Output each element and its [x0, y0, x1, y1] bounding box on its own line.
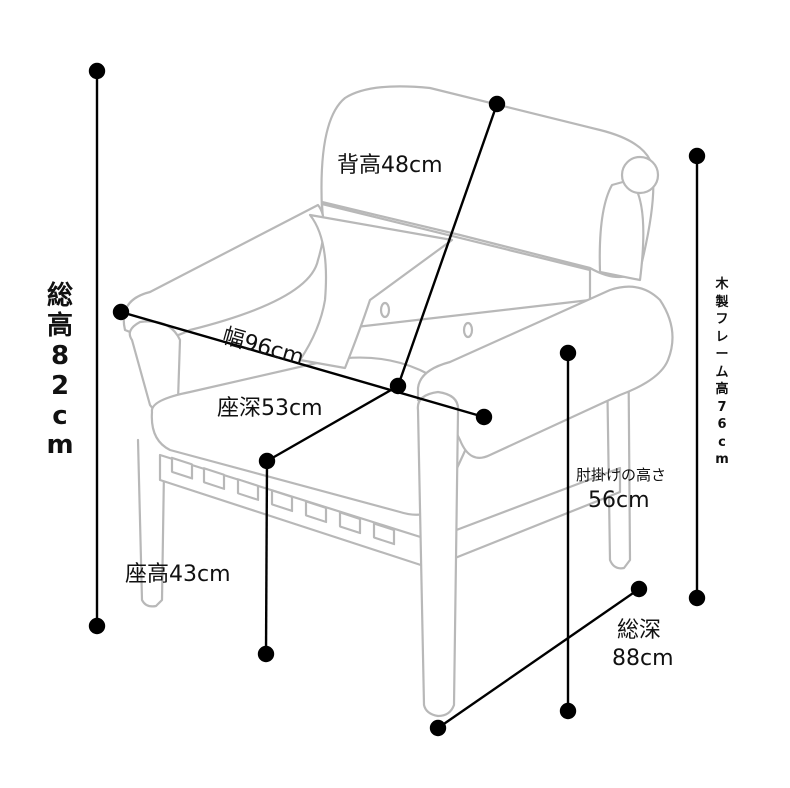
arm-height-bottom-dot: [559, 702, 577, 720]
back-height-label: 背高48cm: [337, 153, 443, 178]
frame-height-top-dot: [688, 147, 706, 165]
total-depth-title: 総深: [617, 618, 662, 643]
frame-height-label-char: m: [715, 452, 729, 468]
total-depth-top-dot: [630, 580, 648, 598]
frame-height-label-char: ム: [715, 364, 729, 380]
total-height-top-dot: [88, 62, 106, 80]
frame-height-label-char: レ: [715, 329, 729, 345]
seat-height-line: [264, 460, 269, 655]
tufting-button: [462, 321, 474, 339]
frame-height-label-char: 製: [715, 294, 729, 310]
seat-height-bottom-dot: [257, 645, 275, 663]
frame-height-label-char: c: [718, 434, 726, 450]
frame-height-bottom-dot: [688, 589, 706, 607]
arm-height-value: 56cm: [588, 488, 650, 513]
left-armrest: [122, 203, 326, 342]
frame-height-label-char: フ: [715, 312, 729, 328]
right-front-leg: [416, 390, 460, 718]
frame-height-label-char: 6: [717, 417, 727, 433]
arm-height-caption: 肘掛けの高さ: [576, 466, 667, 484]
total-height-label-char: 高: [46, 310, 73, 341]
back-inner: [298, 213, 454, 370]
width-line: [120, 310, 485, 419]
total-height-label-char: 8: [50, 340, 70, 371]
total-depth-line: [437, 588, 640, 729]
seat-depth-label: 座深53cm: [217, 396, 323, 421]
width-right-dot: [475, 408, 493, 426]
frame-height-label-char: ー: [715, 347, 729, 363]
frame-height-label-char: 木: [715, 277, 729, 292]
seat-slats: [170, 456, 396, 546]
total-depth-bottom-dot: [429, 719, 447, 737]
tufting-button: [379, 301, 391, 319]
seat-height-label: 座高43cm: [125, 562, 231, 587]
back-left-leg: [136, 438, 166, 608]
dimension-lines: [88, 62, 706, 737]
arm-height-top-dot: [559, 344, 577, 362]
width-left-dot: [112, 303, 130, 321]
frame-height-label-char: 高: [715, 382, 729, 398]
frame-height-label-char: 7: [717, 399, 727, 415]
total-height-label-char: c: [52, 400, 68, 431]
total-height-label-char: m: [46, 430, 74, 461]
back-height-top-dot: [488, 95, 506, 113]
total-depth-value: 88cm: [612, 646, 674, 671]
total-height-label-char: 総: [46, 281, 73, 311]
total-height-bottom-dot: [88, 617, 106, 635]
total-height-label-char: 2: [50, 370, 70, 401]
back-height-line: [396, 103, 499, 387]
seat-depth-line: [266, 384, 399, 463]
post-knob: [620, 155, 660, 195]
